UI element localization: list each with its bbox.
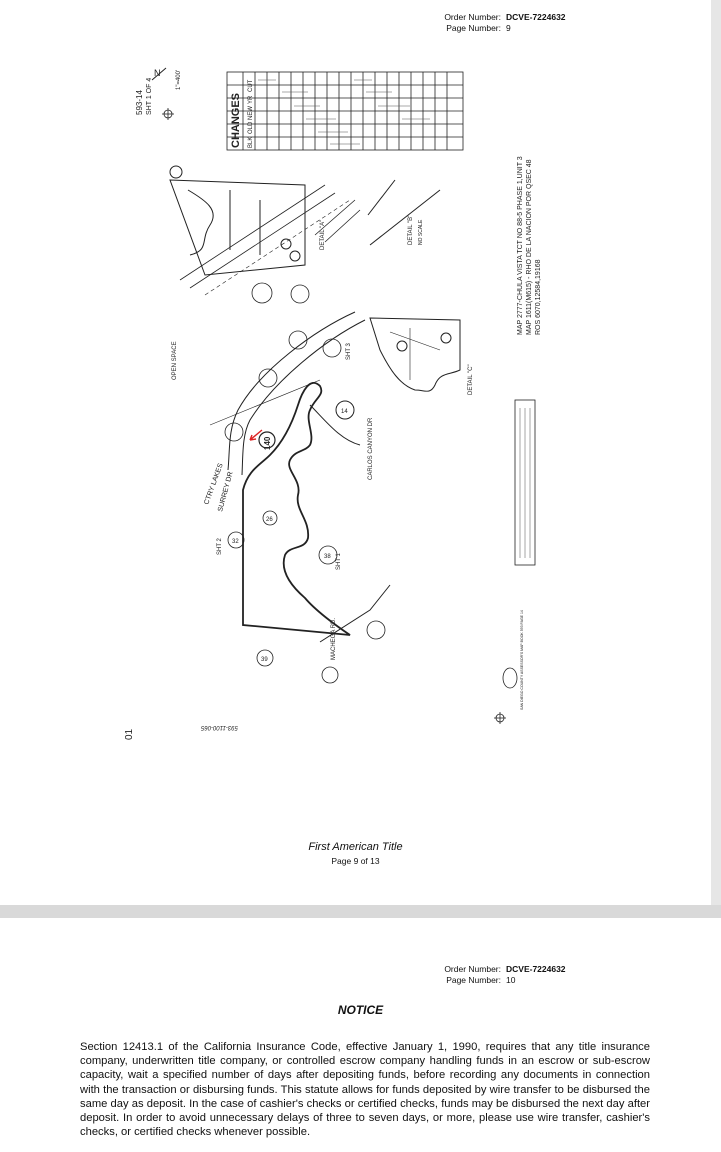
svg-text:N: N — [154, 68, 161, 78]
map-title-1: MAP 2777-CHULA VISTA TCT NO 88-5 PHASE 1… — [517, 156, 524, 335]
map-title-2: MAP 1611(M615) - RHO DE LA NACION POR QS… — [526, 159, 533, 335]
detail-a: DETAIL "A" — [314, 199, 361, 250]
open-space-label: OPEN SPACE — [172, 341, 178, 380]
road-carlos-canyon: CARLOS CANYON DR — [368, 417, 374, 480]
document-page-9: Order Number:DCVE-7224632 Page Number:9 … — [0, 0, 711, 905]
sheet-label-3: SHT 3 — [346, 342, 352, 360]
document-page-10: Order Number: DCVE-7224632 Page Number: 10… — [0, 918, 721, 1152]
order-number-label: Order Number: — [444, 12, 501, 22]
detail-b-label: DETAIL "B" — [408, 215, 414, 245]
sheet-circles — [224, 282, 342, 442]
changes-title: CHANGES — [230, 93, 242, 148]
detail-b: DETAIL "B" NO SCALE — [367, 179, 441, 246]
road-machega: MACHEGA RD. — [331, 618, 337, 660]
changes-col-old: OLD — [248, 121, 254, 134]
map-title-block: MAP 2777-CHULA VISTA TCT NO 88-5 PHASE 1… — [517, 156, 542, 335]
carlos-canyon: CARLOS CANYON DR — [309, 400, 374, 480]
detail-a-label: DETAIL "A" — [320, 220, 326, 250]
sheet-of: SHT 1 OF 4 — [146, 78, 153, 115]
assessor-parcel-map: 593-14 SHT 1 OF 4 N 1"=400' — [124, 67, 542, 740]
page-separator — [0, 905, 721, 918]
crosshair-icon — [162, 108, 174, 120]
parcel-label-38: 38 — [324, 554, 331, 560]
sheet-label-1: SHT 1 — [336, 552, 342, 570]
changes-col-new: NEW — [248, 106, 254, 120]
arrow-icon — [249, 429, 263, 441]
parcel-140-circle — [258, 431, 276, 449]
parcel-label-32: 32 — [232, 539, 239, 545]
parcels-north — [169, 165, 351, 296]
footer-title: First American Title — [308, 841, 403, 853]
machega-road: MACHEGA RD. — [319, 584, 391, 660]
parcel-label-14: 14 — [341, 409, 348, 415]
map-title-3: ROS 6070,12584,19168 — [535, 259, 542, 335]
crosshair-icon-2 — [494, 712, 506, 724]
page-number-row: Page Number: 9 — [441, 23, 511, 34]
order-number-value: DCVE-7224632 — [506, 12, 566, 22]
page-number-label: Page Number: — [446, 23, 501, 33]
order-number-value-2: DCVE-7224632 — [506, 964, 566, 974]
parcel-140-label: 140 — [263, 436, 272, 450]
changes-col-cut: CUT — [248, 79, 254, 92]
handwritten-note: 593-1100-065 — [200, 724, 238, 730]
detail-c: DETAIL "C" — [369, 317, 474, 395]
order-number-row-2: Order Number: DCVE-7224632 — [441, 964, 566, 975]
detail-c-label: DETAIL "C" — [468, 364, 474, 395]
changes-col-yr: YR — [248, 95, 254, 104]
page-number-value: 9 — [506, 23, 511, 33]
parcel-label-39: 39 — [261, 657, 268, 663]
sheet-ref: 593-14 — [135, 90, 144, 115]
parcel-circles — [227, 510, 386, 684]
page-number-value-2: 10 — [506, 975, 516, 985]
disclaimer-box — [514, 399, 536, 566]
changes-col-blk: BLK — [248, 137, 254, 148]
main-road — [209, 311, 366, 476]
no-scale-label: NO SCALE — [418, 219, 424, 245]
margin-number: 01 — [124, 728, 135, 740]
sheet-label-2: SHT 2 — [217, 537, 223, 555]
parcel-label-26: 26 — [266, 517, 273, 523]
assessor-stamp: SAN DIEGO COUNTY ASSESSOR'S MAP BOOK 593… — [502, 610, 524, 710]
stamp-text: SAN DIEGO COUNTY ASSESSOR'S MAP BOOK 593… — [520, 610, 524, 710]
footer-page-number: Page 9 of 13 — [331, 856, 380, 866]
page-number-row-2: Page Number: 10 — [441, 975, 515, 986]
changes-table: CHANGES BLK OLD NEW YR CUT — [226, 71, 464, 151]
notice-title: NOTICE — [337, 1003, 384, 1017]
scale-label: 1"=400' — [176, 70, 182, 90]
order-number-label-2: Order Number: — [444, 964, 501, 974]
order-number-row: Order Number: DCVE-7224632 — [441, 12, 566, 23]
notice-body: Section 12413.1 of the California Insura… — [80, 1041, 650, 1139]
page-number-label-2: Page Number: — [446, 975, 501, 985]
parcel-140-boundary — [242, 382, 351, 636]
north-arrow-icon: N 1"=400' — [151, 67, 182, 90]
